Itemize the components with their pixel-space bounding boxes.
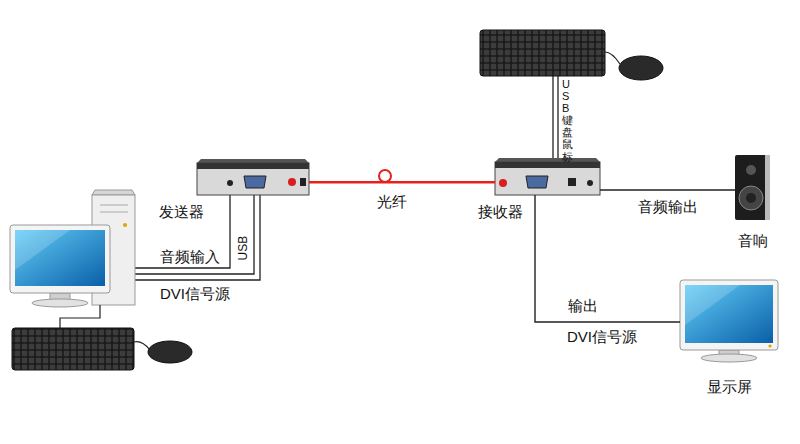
drive-slot xyxy=(100,212,128,213)
computer-monitor xyxy=(10,225,110,307)
mouse-cable xyxy=(134,342,150,350)
signal-label: DVI信号源 xyxy=(567,328,637,346)
signal-label: DVI信号源 xyxy=(160,285,230,303)
fiber-loop xyxy=(379,170,391,182)
signal-label: 音频输入 xyxy=(160,248,220,266)
transmitter-node: 发送器 xyxy=(197,163,309,195)
speaker-side xyxy=(765,155,770,220)
display-monitor xyxy=(680,280,778,362)
monitor-frame xyxy=(10,225,110,293)
woofer xyxy=(739,186,763,210)
audio-port xyxy=(587,180,593,186)
screen-glare xyxy=(685,285,740,325)
video-port xyxy=(244,176,266,188)
fiber-cable xyxy=(309,181,495,184)
tower-top xyxy=(92,190,135,195)
power-light xyxy=(123,223,127,227)
display-node: 显示屏 xyxy=(680,280,778,362)
power-port xyxy=(300,178,306,186)
speaker-node: 音响 xyxy=(735,155,770,220)
monitor-frame xyxy=(680,280,778,350)
fiber-port xyxy=(288,178,296,186)
keyboard xyxy=(12,328,134,370)
device-top xyxy=(197,159,309,163)
audio-wire xyxy=(135,195,230,268)
usb-port xyxy=(568,178,576,186)
signal-label: USB键盘鼠标 xyxy=(562,78,573,163)
audio-port xyxy=(227,180,233,186)
monitor-base xyxy=(701,354,757,362)
speaker-body xyxy=(735,155,770,220)
device-front xyxy=(197,163,309,195)
speaker xyxy=(735,155,770,220)
fiber-port xyxy=(499,179,507,187)
power-light xyxy=(768,344,771,347)
monitor-screen xyxy=(685,285,773,343)
video-port xyxy=(526,176,548,188)
mouse xyxy=(619,56,663,80)
receiver-node: 接收器 xyxy=(495,162,600,195)
screen-glare xyxy=(15,230,70,270)
device-top xyxy=(495,158,600,162)
device-trim xyxy=(197,163,309,169)
cable-label: 音频输出 xyxy=(637,198,699,216)
device-front xyxy=(495,162,600,195)
usb-wire xyxy=(557,76,558,163)
keyboard-cable xyxy=(60,305,100,328)
receiver-device xyxy=(495,158,600,195)
device-trim xyxy=(495,162,600,168)
keyboard xyxy=(480,30,605,76)
device-label: 接收器 xyxy=(478,203,523,221)
signal-cable xyxy=(600,189,735,190)
cable-label: 输出 xyxy=(567,297,599,315)
drive-slot xyxy=(100,205,128,206)
usb-wire xyxy=(552,76,553,163)
usb-wire xyxy=(135,195,254,274)
woofer-cap xyxy=(746,193,756,203)
device-label: 显示屏 xyxy=(707,378,752,396)
mouse xyxy=(148,341,192,363)
monitor-screen xyxy=(15,230,105,286)
cable-label: 光纤 xyxy=(376,193,408,211)
monitor-base xyxy=(32,299,88,307)
transmitter-device xyxy=(197,159,309,195)
device-label: 音响 xyxy=(738,232,768,250)
signal-label: USB xyxy=(236,236,250,261)
device-label: 发送器 xyxy=(159,203,204,221)
mouse-cable xyxy=(605,52,620,64)
dvi-wire xyxy=(135,195,260,280)
tweeter xyxy=(746,165,756,175)
